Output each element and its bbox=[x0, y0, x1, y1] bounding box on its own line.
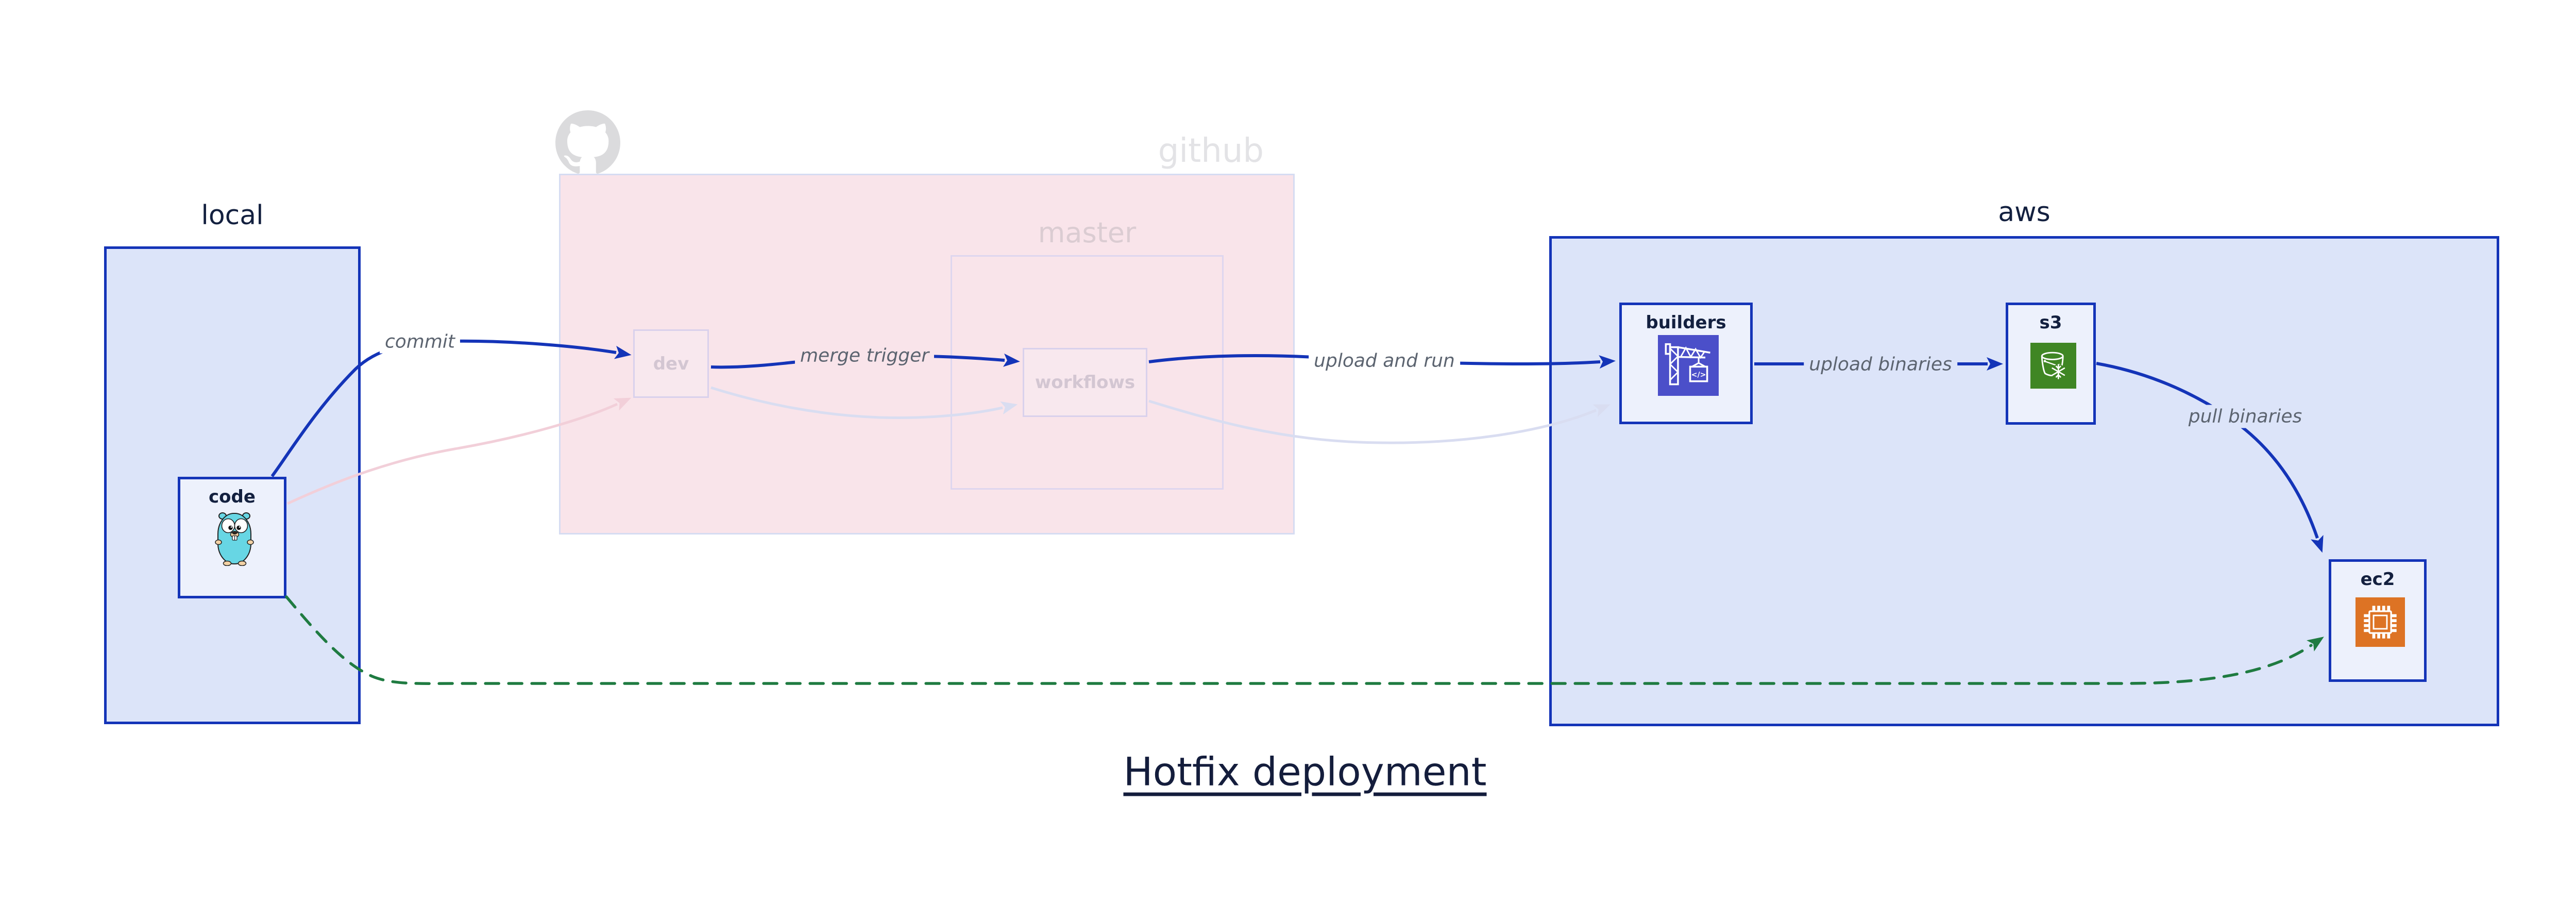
edge-label-merge-trigger: merge trigger bbox=[794, 344, 935, 368]
octocat-icon bbox=[555, 110, 620, 174]
go-gopher-icon bbox=[215, 512, 254, 566]
node-s3-label: s3 bbox=[2039, 312, 2062, 333]
codebuild-icon: </> bbox=[1658, 335, 1719, 396]
node-workflows: workflows bbox=[1023, 348, 1147, 417]
region-label-local: local bbox=[201, 200, 264, 231]
edge-label-upload-and-run: upload and run bbox=[1309, 349, 1460, 373]
edge-label-commit: commit bbox=[379, 330, 461, 354]
node-dev: dev bbox=[633, 329, 709, 398]
node-builders-label: builders bbox=[1646, 312, 1726, 333]
region-label-aws: aws bbox=[1998, 197, 2050, 228]
node-code-label: code bbox=[209, 487, 256, 507]
node-ec2-label: ec2 bbox=[2360, 569, 2395, 590]
codebuild-code-glyph: </> bbox=[1691, 371, 1706, 379]
region-master bbox=[951, 255, 1224, 490]
node-ec2: ec2 bbox=[2329, 559, 2427, 682]
node-code: code bbox=[178, 477, 286, 598]
edge-label-upload-binaries: upload binaries bbox=[1804, 353, 1957, 376]
node-dev-label: dev bbox=[653, 353, 689, 374]
node-builders: builders </> bbox=[1619, 303, 1753, 424]
region-label-master: master bbox=[1038, 216, 1137, 249]
region-label-github: github bbox=[1158, 132, 1264, 170]
node-workflows-label: workflows bbox=[1035, 372, 1136, 393]
s3-glacier-icon bbox=[2030, 343, 2076, 389]
ec2-chip-icon bbox=[2355, 597, 2405, 647]
diagram-title: Hotfix deployment bbox=[1123, 748, 1487, 795]
node-s3: s3 bbox=[2006, 303, 2096, 425]
edge-label-pull-binaries: pull binaries bbox=[2183, 405, 2308, 428]
